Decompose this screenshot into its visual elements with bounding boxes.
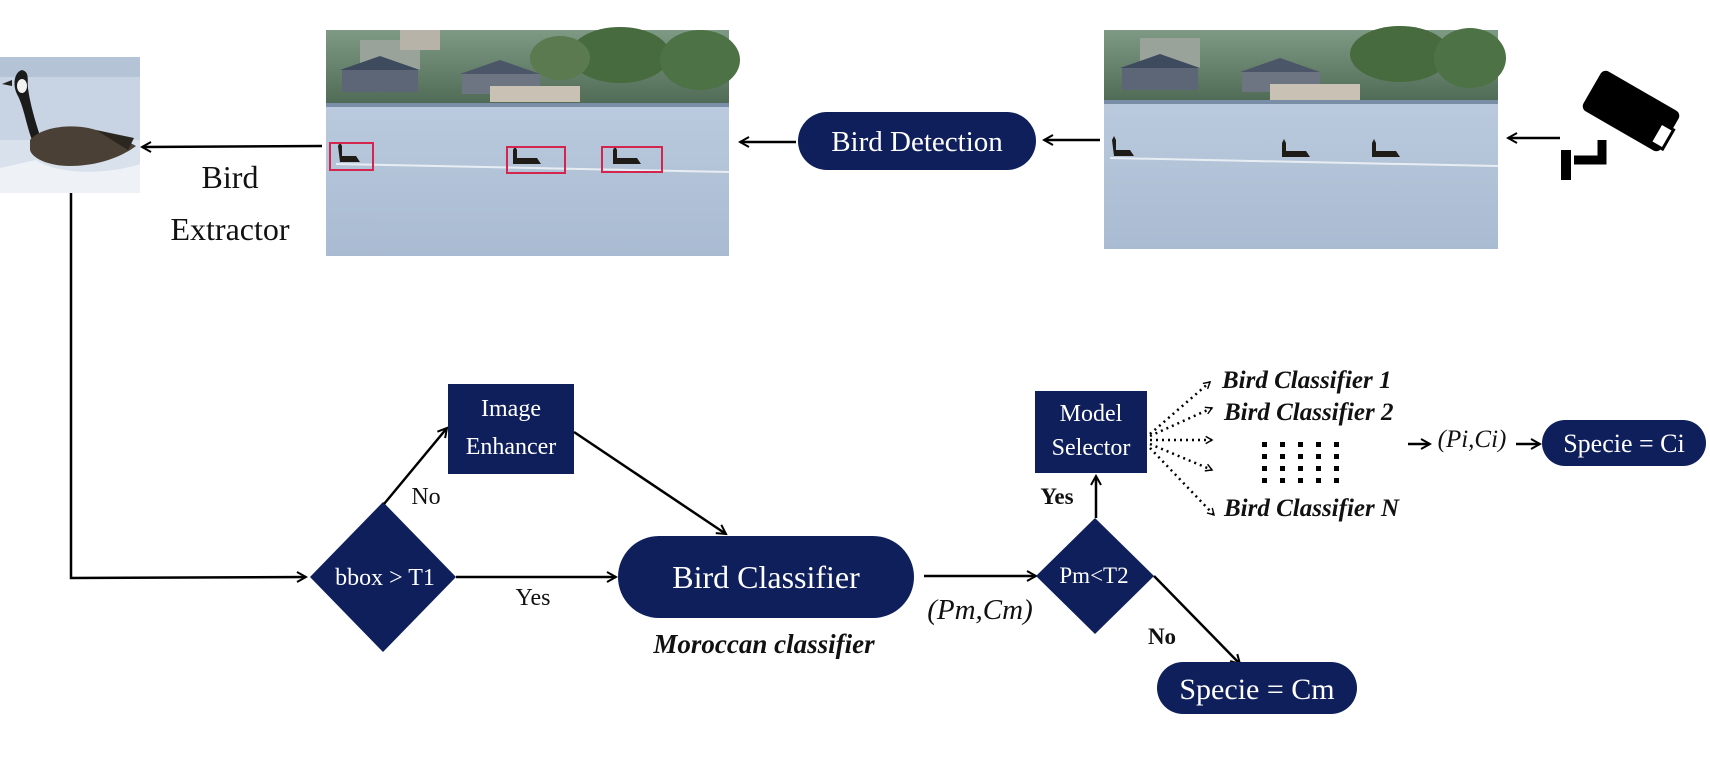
pi-ci-label: (Pi,Ci) bbox=[1438, 426, 1507, 453]
bounding-box bbox=[329, 142, 374, 171]
specie-cm-label: Specie = Cm bbox=[1179, 673, 1334, 706]
bounding-box bbox=[601, 146, 663, 173]
bird-classifier-2-label: Bird Classifier 2 bbox=[1223, 399, 1393, 426]
ellipsis-dots-icon bbox=[1262, 442, 1339, 483]
model-selector-label-2: Selector bbox=[1052, 435, 1131, 461]
bird-classifier-1-label: Bird Classifier 1 bbox=[1221, 367, 1391, 394]
moroccan-classifier-label: Moroccan classifier bbox=[652, 629, 875, 659]
threshold-decision-diamond: Pm<T2 bbox=[1036, 518, 1154, 634]
bbox-decision-label: bbox > T1 bbox=[335, 565, 435, 591]
camera-frame-image bbox=[1104, 26, 1506, 249]
arrow-enhancer-to-classifier bbox=[573, 430, 726, 534]
bird-classifier-n-label: Bird Classifier N bbox=[1223, 495, 1400, 522]
specie-ci-node: Specie = Ci bbox=[1542, 420, 1706, 466]
yes-label-classifier: Yes bbox=[516, 585, 551, 611]
model-selector-node: Model Selector bbox=[1035, 391, 1147, 473]
no-label-specie: No bbox=[1148, 624, 1176, 649]
pm-cm-label: (Pm,Cm) bbox=[927, 594, 1033, 626]
detection-result-image bbox=[326, 27, 740, 256]
arrow-threshold-to-specie-cm bbox=[1153, 575, 1240, 664]
bird-classifier-node: Bird Classifier bbox=[618, 536, 914, 618]
bbox-decision-diamond: bbox > T1 bbox=[310, 502, 456, 652]
no-label-enhancer: No bbox=[411, 484, 440, 510]
cropped-bird-image bbox=[0, 57, 140, 193]
image-enhancer-label-1: Image bbox=[481, 396, 541, 422]
arrow-extractor bbox=[142, 146, 323, 147]
bird-detection-label: Bird Detection bbox=[831, 126, 1003, 158]
threshold-decision-label: Pm<T2 bbox=[1059, 563, 1128, 588]
image-enhancer-label-2: Enhancer bbox=[466, 434, 557, 460]
bird-classifier-label: Bird Classifier bbox=[672, 559, 860, 595]
specie-ci-label: Specie = Ci bbox=[1563, 429, 1685, 458]
bird-extractor-label-1: Bird bbox=[202, 159, 259, 195]
arrow-decision-to-enhancer bbox=[383, 428, 447, 505]
bird-extractor-label-2: Extractor bbox=[170, 211, 289, 247]
bird-detection-node: Bird Detection bbox=[798, 112, 1036, 170]
bounding-box bbox=[506, 146, 566, 174]
specie-cm-node: Specie = Cm bbox=[1157, 662, 1357, 714]
image-enhancer-node: Image Enhancer bbox=[448, 384, 574, 474]
model-selector-label-1: Model bbox=[1060, 401, 1123, 427]
selector-fanout-arrows bbox=[1149, 381, 1216, 517]
yes-label-selector: Yes bbox=[1040, 484, 1073, 509]
security-camera-icon bbox=[1561, 70, 1680, 180]
arrow-crop-to-decision bbox=[69, 193, 306, 578]
